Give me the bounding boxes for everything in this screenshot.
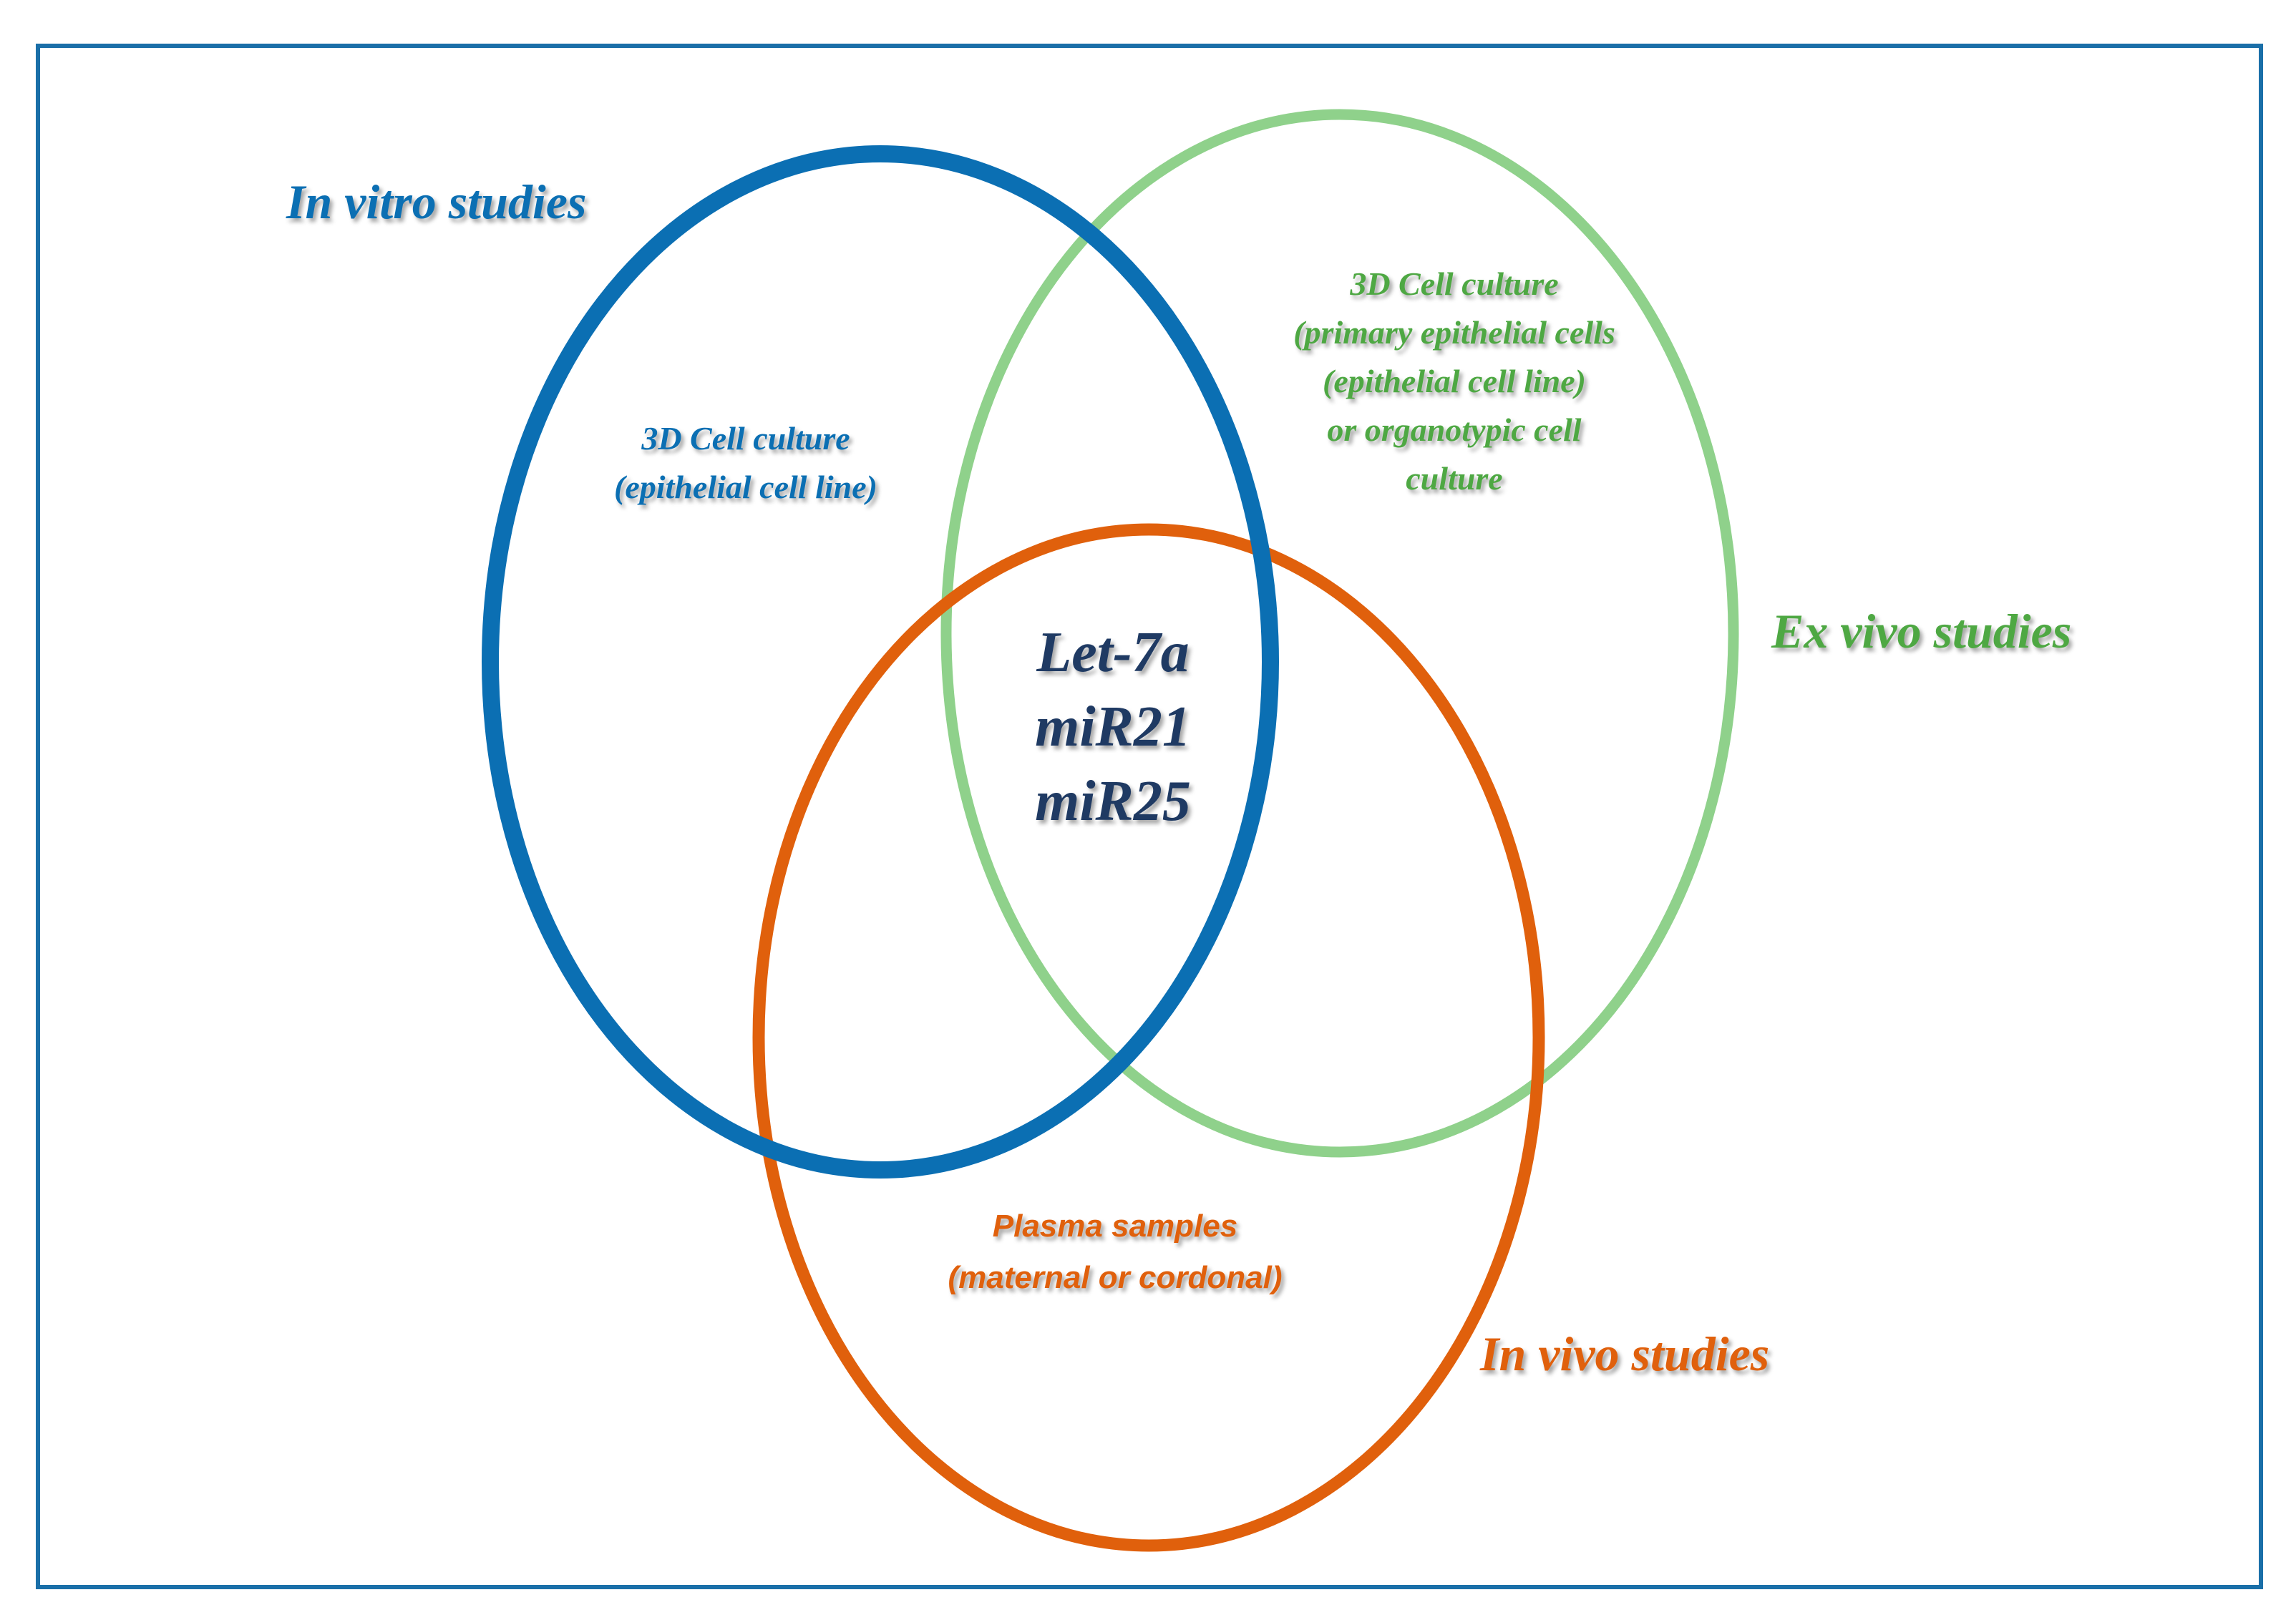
- ex-vivo-description-line: culture: [1406, 460, 1502, 497]
- in-vivo-title: In vivo studies: [1479, 1327, 1769, 1381]
- diagram-frame: [36, 44, 2263, 1589]
- ex-vivo-title: Ex vivo studies: [1771, 604, 2071, 658]
- intersection-item: Let-7a: [1036, 621, 1189, 684]
- in-vitro-description-line: (epithelial cell line): [614, 469, 877, 505]
- ex-vivo-description-line: (epithelial cell line): [1323, 363, 1586, 399]
- ex-vivo-description-line: or organotypic cell: [1327, 411, 1581, 448]
- in-vitro-ellipse: [482, 145, 1279, 1179]
- in-vivo-ellipse: [752, 523, 1545, 1552]
- intersection-item: miR25: [1035, 770, 1191, 833]
- ex-vivo-description-line: (primary epithelial cells: [1293, 314, 1615, 351]
- in-vivo-description-line: (maternal or cordonal): [948, 1260, 1283, 1295]
- in-vitro-title: In vitro studies: [286, 175, 586, 229]
- intersection-item: miR21: [1035, 696, 1191, 758]
- in-vivo-description-line: Plasma samples: [993, 1209, 1237, 1244]
- ex-vivo-description-line: 3D Cell culture: [1349, 265, 1558, 302]
- in-vitro-description-line: 3D Cell culture: [641, 420, 850, 457]
- ex-vivo-ellipse: [940, 109, 1739, 1158]
